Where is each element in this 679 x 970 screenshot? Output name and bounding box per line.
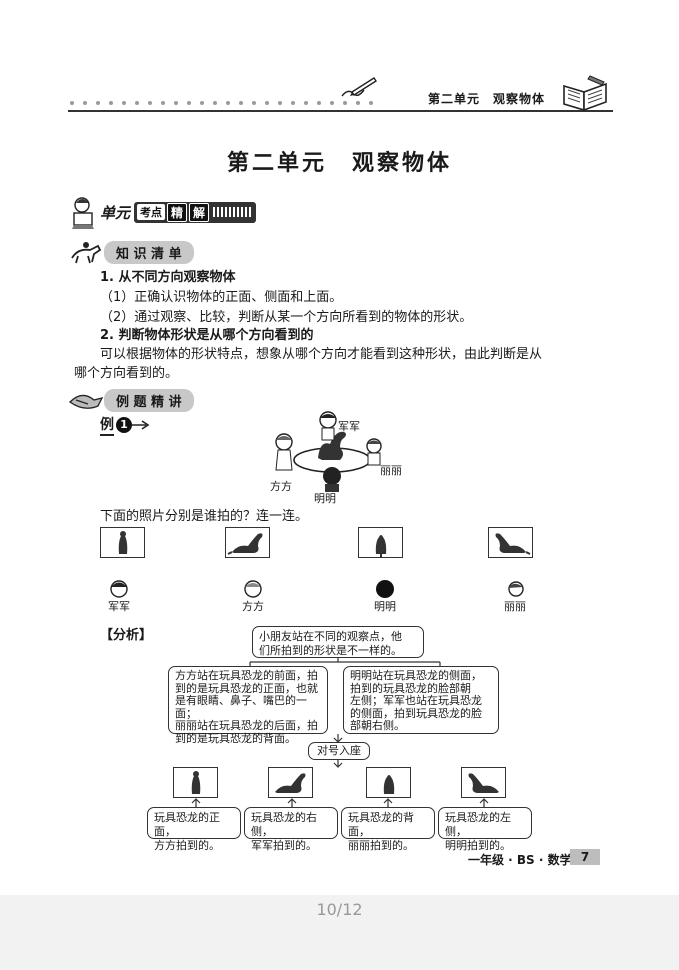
document-page: 第二单元 观察物体 第二单元 观察物体 单元 考点 精 解 xyxy=(0,0,679,895)
running-header: 第二单元 观察物体 xyxy=(428,92,546,106)
scene-name-junjun: 军军 xyxy=(338,420,360,433)
scene-name-lili: 丽丽 xyxy=(380,464,402,477)
answer-box-right-side: 玩具恐龙的右侧， 军军拍到的。 xyxy=(244,807,338,852)
photo-front-view[interactable] xyxy=(100,527,145,558)
analysis-photo-front xyxy=(173,767,218,798)
analysis-photo-right-side xyxy=(268,767,313,798)
kid-fangfang[interactable]: 方方 xyxy=(238,578,268,614)
examples-badge: 例 题 精 讲 xyxy=(68,388,194,412)
scene-illustration: 军军 方方 丽丽 明明 xyxy=(270,410,410,505)
knowledge-paragraph-3: 可以根据物体的形状特点，想象从哪个方向才能看到这种形状，由此判断是从 xyxy=(100,347,543,362)
flow-connectors xyxy=(191,657,489,807)
answer-box-front: 玩具恐龙的正面， 方方拍到的。 xyxy=(147,807,241,852)
analysis-left-box: 方方站在玩具恐龙的前面，拍 到的是玩具恐龙的正面，也就 是有眼睛、鼻子、嘴巴的一… xyxy=(168,666,328,744)
photo-back-view[interactable] xyxy=(358,527,403,558)
knowledge-paragraph-3-cont: 哪个方向看到的。 xyxy=(74,366,179,381)
photo-right-side-view[interactable] xyxy=(225,527,270,558)
answer-box-left-side: 玩具恐龙的左侧， 明明拍到的。 xyxy=(438,807,532,852)
knowledge-paragraph-2: （2）通过观察、比较，判断从某一个方向所看到的物体的形状。 xyxy=(100,310,473,325)
knowledge-heading-1: 1. 从不同方向观察物体 xyxy=(100,270,236,285)
knowledge-heading-2: 2. 判断物体形状是从哪个方向看到的 xyxy=(100,328,314,343)
photo-left-side-view[interactable] xyxy=(488,527,533,558)
knowledge-paragraph-1: （1）正确认识物体的正面、侧面和上面。 xyxy=(100,290,343,305)
arrow-right-icon xyxy=(132,420,150,430)
open-book-icon xyxy=(560,72,612,112)
match-box: 对号入座 xyxy=(308,742,370,760)
analysis-photo-left-side xyxy=(461,767,506,798)
kid-junjun[interactable]: 军军 xyxy=(104,578,134,614)
footer-book-info: 一年级 · BS · 数学 xyxy=(468,853,572,867)
ribbon-icon xyxy=(68,394,104,409)
kid-lili[interactable]: 丽丽 xyxy=(500,578,530,614)
page-number: 7 xyxy=(570,849,600,865)
header-dot-rule xyxy=(70,101,373,107)
scene-name-fangfang: 方方 xyxy=(270,480,292,493)
example-1-label: 例 1 xyxy=(100,414,152,436)
analysis-right-box: 明明站在玩具恐龙的侧面， 拍到的玩具恐龙的脸部朝 左侧；军军也站在玩具恐龙 的侧… xyxy=(343,666,499,734)
kid-mingming[interactable]: 明明 xyxy=(370,578,400,614)
page-title: 第二单元 观察物体 xyxy=(226,150,452,176)
question-text: 下面的照片分别是谁拍的？连一连。 xyxy=(100,509,309,524)
viewer-page-indicator: 10/12 xyxy=(316,900,363,919)
horse-rider-icon xyxy=(71,242,102,264)
pen-writing-icon xyxy=(338,74,378,102)
answer-box-back: 玩具恐龙的背面， 丽丽拍到的。 xyxy=(341,807,435,852)
analysis-top-box: 小朋友站在不同的观察点，他 们所拍到的形状是不一样的。 xyxy=(252,626,424,658)
knowledge-list-badge: 知 识 清 单 xyxy=(68,240,194,264)
analysis-photo-back xyxy=(366,767,411,798)
scene-name-mingming: 明明 xyxy=(314,492,336,505)
reading-child-icon xyxy=(72,197,94,229)
analysis-label: 【分析】 xyxy=(100,628,153,643)
unit-badge: 单元 考点 精 解 xyxy=(70,195,257,229)
header-rule xyxy=(68,110,613,112)
